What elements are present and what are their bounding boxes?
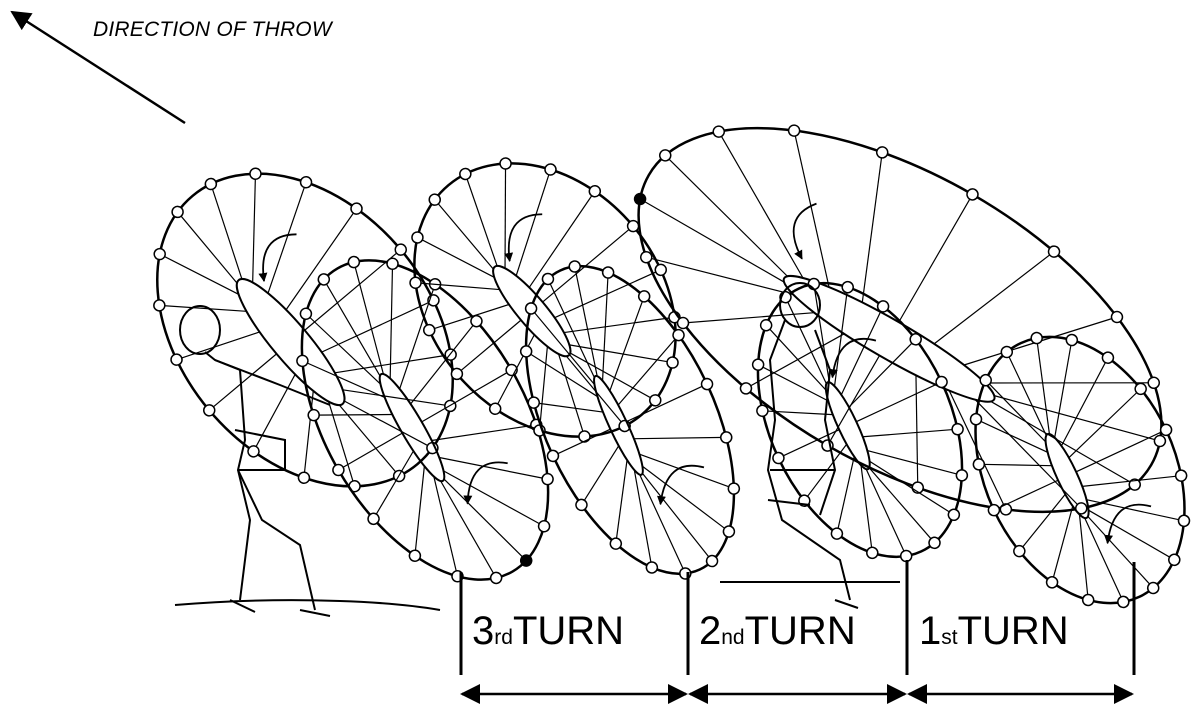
turn-word: TURN bbox=[958, 609, 1069, 653]
orbit-point-marker bbox=[450, 569, 465, 584]
orbit-point-marker bbox=[504, 362, 519, 377]
orbit-point-marker bbox=[587, 183, 602, 198]
orbit-point-marker bbox=[519, 344, 534, 359]
orbit-point-marker bbox=[965, 187, 980, 202]
orbit-point-marker bbox=[950, 422, 965, 437]
orbit-point-marker bbox=[537, 519, 552, 534]
orbit-point-marker bbox=[546, 449, 561, 464]
orbit-point-marker bbox=[955, 468, 970, 483]
orbit-point-marker bbox=[771, 451, 786, 466]
orbit-point-marker bbox=[526, 395, 541, 410]
rotation-arrow bbox=[494, 207, 552, 261]
orbit-point-marker bbox=[385, 256, 400, 271]
orbit-point-marker bbox=[1116, 595, 1131, 610]
orbit-ellipse bbox=[477, 229, 783, 610]
orbit-point-marker bbox=[489, 570, 504, 585]
orbit-point-marker bbox=[407, 548, 422, 563]
orbit-point-marker bbox=[665, 355, 680, 370]
orbit-point-marker bbox=[722, 524, 737, 539]
orbit-point-marker bbox=[410, 230, 425, 245]
orbit-ellipse bbox=[91, 110, 520, 550]
orbit-point-marker bbox=[458, 166, 473, 181]
rotation-arrow bbox=[781, 199, 830, 259]
orbit-point-marker bbox=[987, 503, 1002, 518]
orbit-point-marker bbox=[524, 301, 539, 316]
orbit-point-marker bbox=[346, 255, 361, 270]
orbit-point-marker bbox=[248, 166, 263, 181]
turn-ordinal: rd bbox=[494, 626, 513, 649]
orbit-point-marker bbox=[1174, 468, 1189, 483]
turn-number: 1 bbox=[919, 609, 941, 653]
athlete-figure bbox=[768, 283, 858, 608]
orbit-point-marker bbox=[331, 462, 346, 477]
orbit-point-marker bbox=[645, 560, 660, 575]
orbit-point-marker bbox=[727, 481, 742, 496]
orbit-point-marker bbox=[1167, 553, 1182, 568]
turn-number: 3 bbox=[472, 609, 494, 653]
hammer-head-marker bbox=[633, 191, 648, 206]
turn-number: 2 bbox=[699, 609, 721, 653]
orbit-point-marker bbox=[1081, 593, 1096, 608]
turn-word: TURN bbox=[513, 609, 624, 653]
orbit-point-marker bbox=[711, 124, 726, 139]
orbit-point-marker bbox=[567, 259, 582, 274]
orbit-point-marker bbox=[947, 507, 962, 522]
orbit-point-marker bbox=[543, 162, 558, 177]
orbit-point-marker bbox=[540, 472, 555, 487]
direction-label: DIRECTION OF THROW bbox=[93, 18, 332, 42]
orbit-point-marker bbox=[653, 262, 668, 277]
orbit-point-marker bbox=[1146, 375, 1161, 390]
orbit-point-marker bbox=[719, 430, 734, 445]
orbit-point-marker bbox=[1065, 333, 1080, 348]
turn-label-2nd: 2ndTURN bbox=[699, 611, 856, 651]
orbit-point-marker bbox=[203, 176, 218, 191]
turn-ordinal: st bbox=[941, 626, 957, 649]
orbit-point-marker bbox=[934, 375, 949, 390]
rotation-arrow bbox=[248, 227, 306, 281]
orbit-point-marker bbox=[601, 265, 616, 280]
orbit-point-marker bbox=[972, 457, 987, 472]
orbit-point-marker bbox=[787, 123, 802, 138]
athlete-figure bbox=[180, 306, 330, 616]
orbit-point-marker bbox=[1177, 513, 1192, 528]
orbit-point-marker bbox=[751, 357, 766, 372]
turn-label-3rd: 3rdTURN bbox=[472, 611, 624, 651]
orbit-point-marker bbox=[152, 298, 167, 313]
orbit-point-marker bbox=[875, 145, 890, 160]
orbit-ellipse bbox=[928, 298, 1202, 643]
orbit-point-marker bbox=[298, 175, 313, 190]
orbit-point-marker bbox=[700, 377, 715, 392]
orbit-point-marker bbox=[487, 401, 502, 416]
rotation-arrow bbox=[650, 459, 710, 505]
orbit-point-marker bbox=[820, 438, 835, 453]
orbit-point-marker bbox=[306, 408, 321, 423]
orbit-point-marker bbox=[296, 470, 311, 485]
orbit-point-marker bbox=[152, 246, 167, 261]
turn-ordinal: nd bbox=[721, 626, 744, 649]
orbit-point-marker bbox=[295, 353, 310, 368]
orbit-point-marker bbox=[678, 566, 693, 581]
orbit-ellipse bbox=[711, 245, 1009, 595]
orbit-point-marker bbox=[169, 352, 184, 367]
orbit-point-marker bbox=[910, 480, 925, 495]
turn-label-1st: 1stTURN bbox=[919, 611, 1069, 651]
orbit-point-marker bbox=[969, 412, 984, 427]
orbit-point-marker bbox=[498, 156, 513, 171]
orbit-point-marker bbox=[421, 322, 436, 337]
turn-word: TURN bbox=[745, 609, 856, 653]
hammer-orbits bbox=[91, 44, 1202, 642]
ground-line bbox=[175, 600, 440, 610]
orbit-point-marker bbox=[865, 546, 880, 561]
